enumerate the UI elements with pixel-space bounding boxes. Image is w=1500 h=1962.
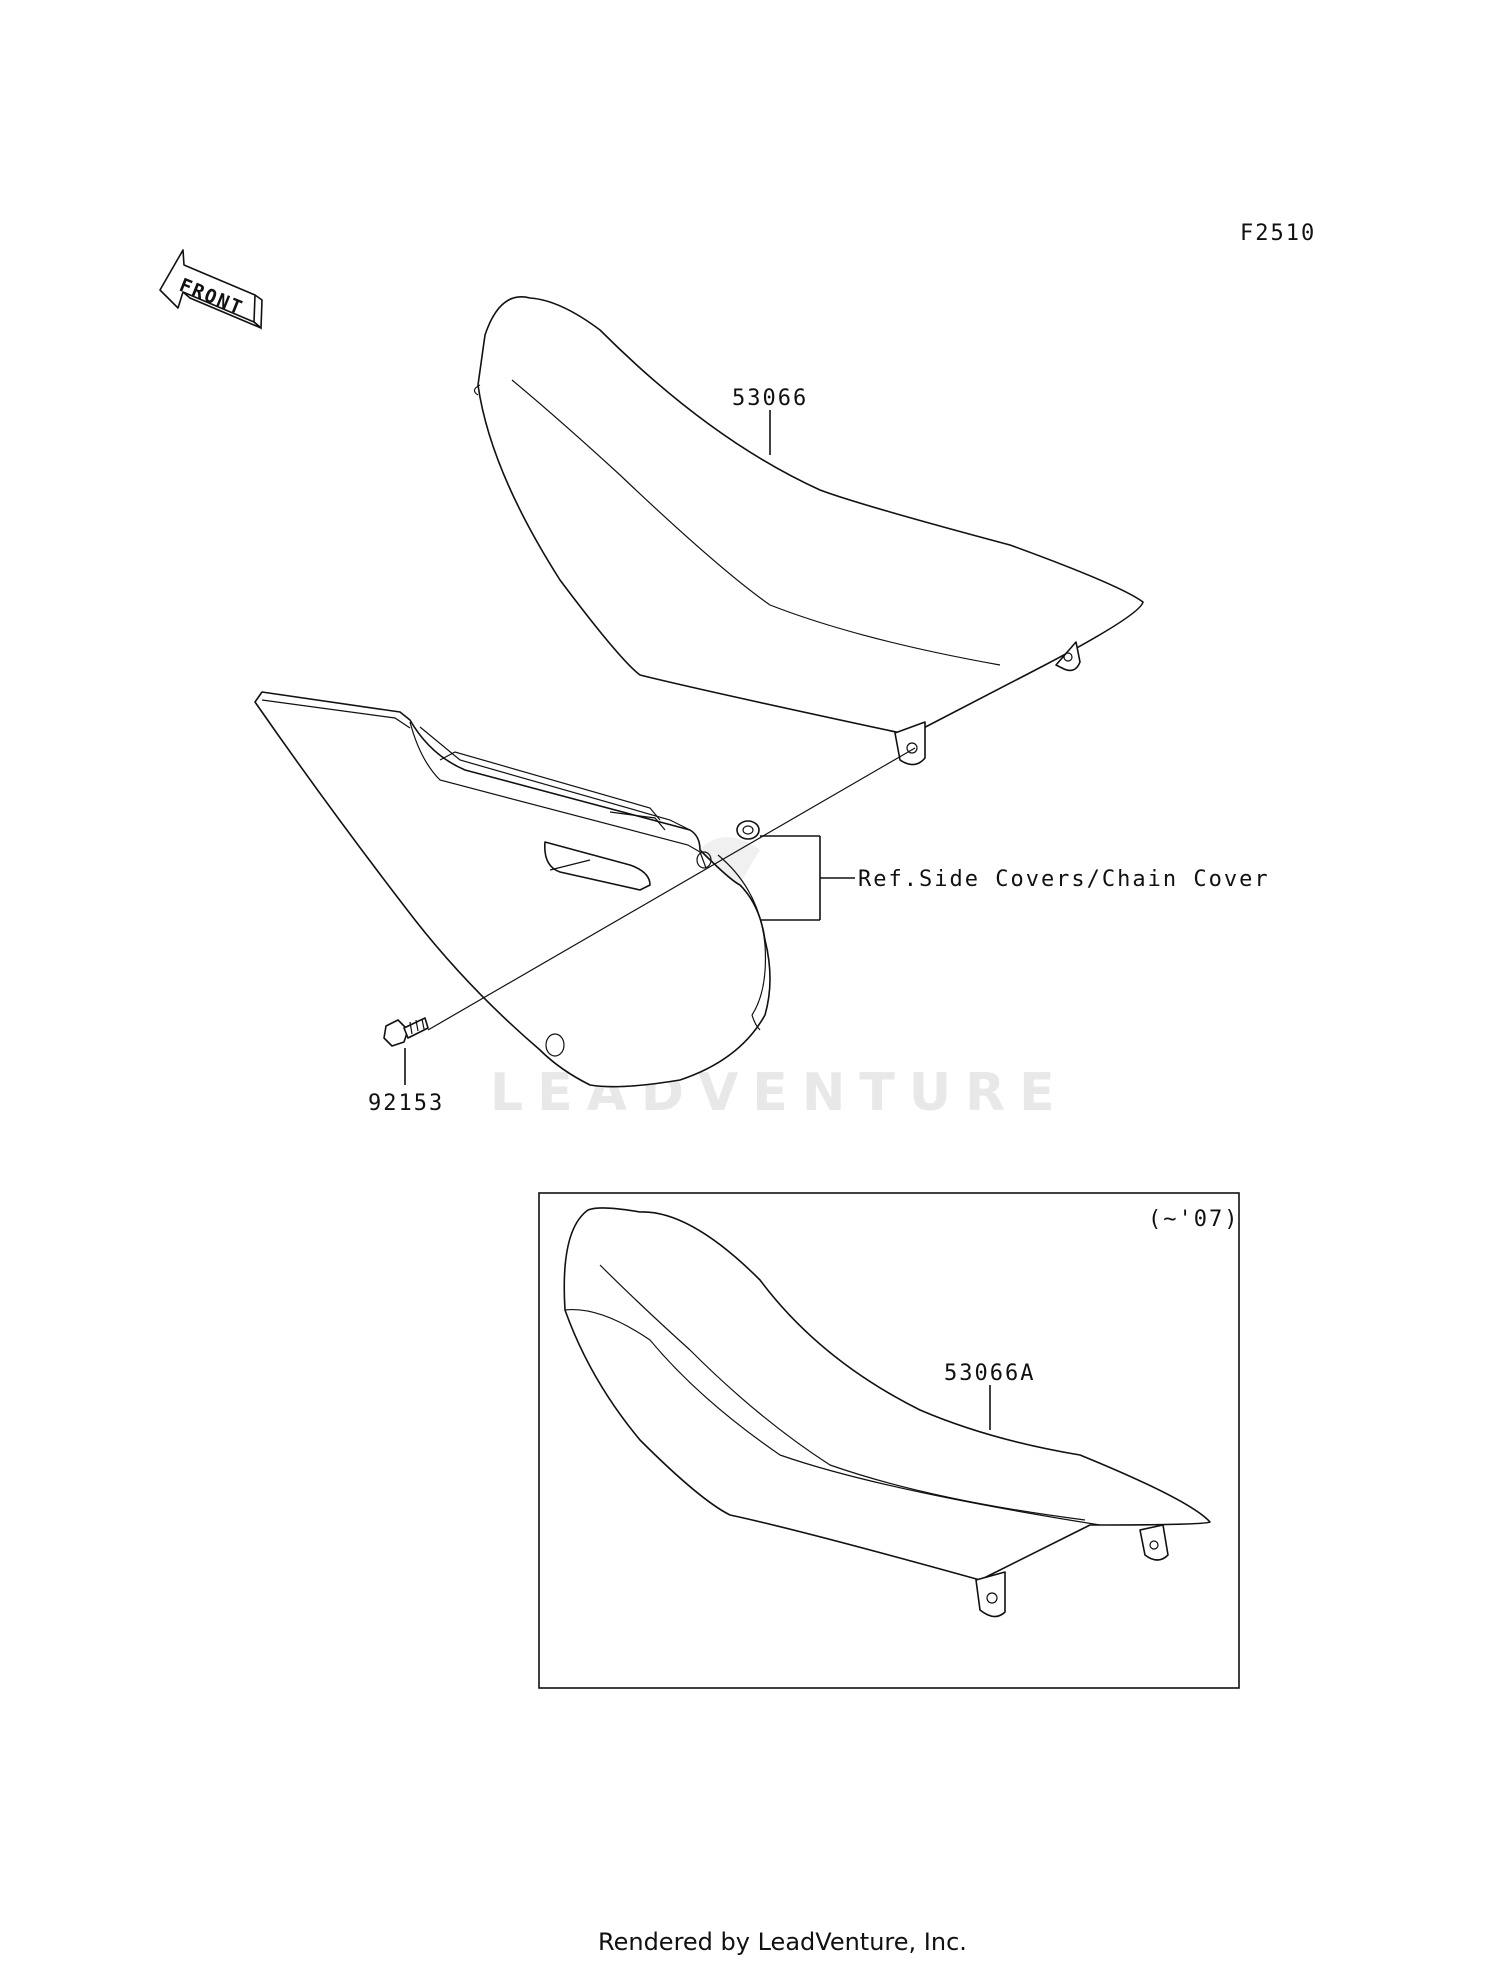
bolt-92153: 92153 <box>368 1017 444 1116</box>
callout-seat: 53066 <box>732 386 808 411</box>
seat-53066A: 53066A <box>563 1207 1211 1618</box>
figure-code: F2510 <box>1240 221 1316 246</box>
front-arrow-icon: FRONT <box>159 249 263 330</box>
callout-reference: Ref.Side Covers/Chain Cover <box>858 867 1270 892</box>
assembly-line <box>427 747 916 1031</box>
inset-note: (~'07) <box>1148 1207 1239 1232</box>
reference-bracket: Ref.Side Covers/Chain Cover <box>760 835 1270 921</box>
side-cover <box>254 691 771 1088</box>
grommet <box>736 820 760 840</box>
callout-seat-variant: 53066A <box>944 1361 1035 1386</box>
inset-frame <box>538 1192 1240 1689</box>
callout-bolt: 92153 <box>368 1091 444 1116</box>
seat-53066: 53066 <box>473 296 1144 766</box>
footer-credit: Rendered by LeadVenture, Inc. <box>598 1928 967 1956</box>
